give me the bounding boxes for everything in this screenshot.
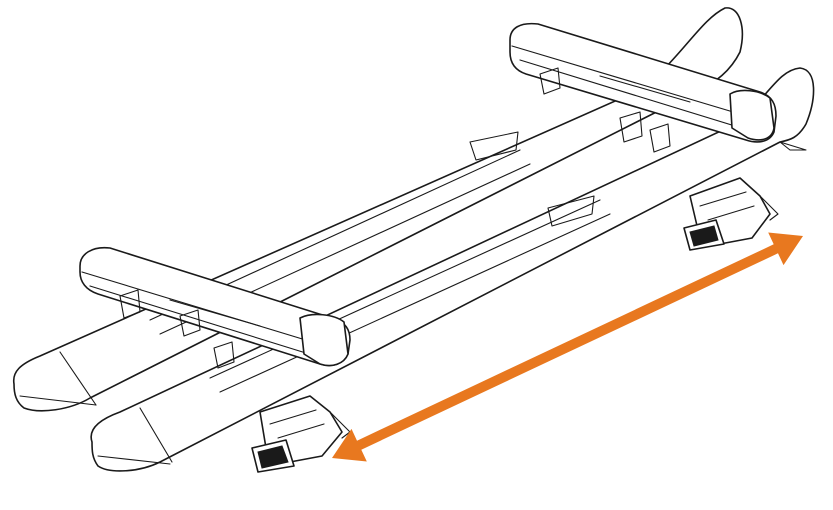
ski-holders xyxy=(119,67,671,369)
double-headed-arrow-icon xyxy=(332,232,803,462)
crossbar-front xyxy=(79,246,351,367)
ski-front xyxy=(90,67,815,472)
clamp-rear xyxy=(683,177,779,251)
clamp-front xyxy=(251,395,351,473)
